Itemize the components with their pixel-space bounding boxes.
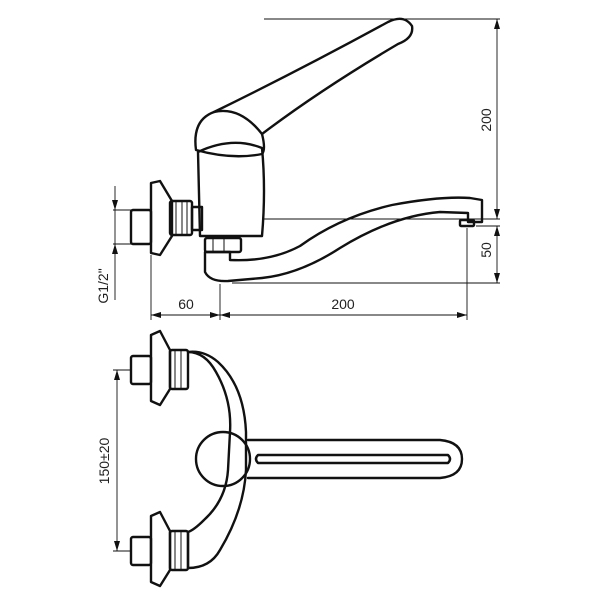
dim-height-total: 200 xyxy=(478,108,494,132)
side-spout xyxy=(203,196,484,283)
top-mixer-body xyxy=(186,350,248,570)
side-connector xyxy=(190,205,204,232)
top-flange-lower xyxy=(149,510,172,588)
top-view: 150±20 xyxy=(96,329,464,588)
top-nut-upper xyxy=(168,348,190,391)
dim-thread: G1/2" xyxy=(95,268,111,303)
dim-wall-offset: 60 xyxy=(178,296,194,312)
top-inlet-stub-upper xyxy=(129,354,153,386)
top-nut-lower xyxy=(168,529,190,572)
side-inlet-stub xyxy=(129,208,153,246)
top-lever-slot xyxy=(254,453,452,465)
side-aerator xyxy=(458,218,476,228)
side-spout-base xyxy=(203,236,243,254)
dim-spout-reach: 200 xyxy=(331,296,355,312)
top-inlet-stub-lower xyxy=(129,535,153,567)
top-lever-cap xyxy=(194,430,252,488)
top-lever-handle xyxy=(246,438,464,480)
side-lever-arm xyxy=(212,17,414,136)
side-nut xyxy=(168,199,194,237)
dim-spout-height: 50 xyxy=(478,242,494,258)
top-flange-upper xyxy=(149,329,172,407)
side-view: 200 50 G1/2" 60 200 xyxy=(95,17,500,320)
dim-inlet-spacing: 150±20 xyxy=(96,437,112,484)
